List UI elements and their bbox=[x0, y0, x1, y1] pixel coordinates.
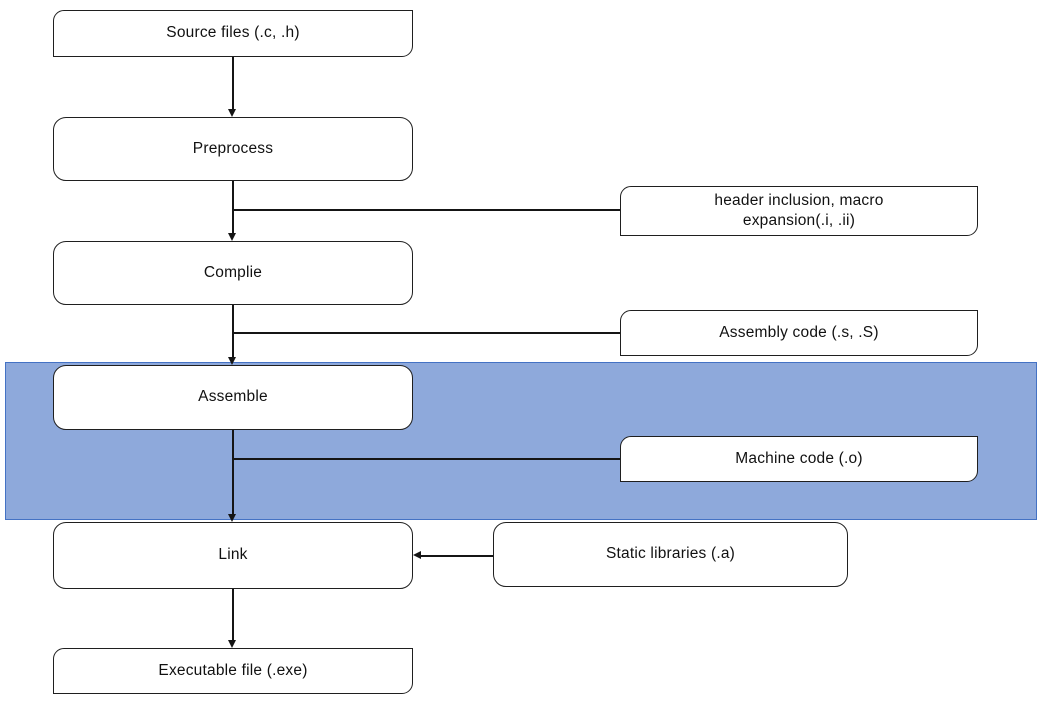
note-machine-code: Machine code (.o) bbox=[620, 436, 978, 482]
node-executable-file-label: Executable file (.exe) bbox=[158, 661, 308, 679]
node-assemble: Assemble bbox=[53, 365, 413, 430]
connector-link-to-executable bbox=[232, 589, 234, 640]
note-machine-code-label: Machine code (.o) bbox=[735, 449, 863, 467]
node-source-files-label: Source files (.c, .h) bbox=[166, 24, 300, 42]
connector-compile-to-assemble bbox=[232, 305, 234, 357]
connector-assemble-to-link bbox=[232, 430, 234, 514]
node-assemble-label: Assemble bbox=[198, 388, 268, 406]
connector-source-to-preprocess bbox=[232, 57, 234, 109]
node-executable-file: Executable file (.exe) bbox=[53, 648, 413, 694]
note-static-libraries-label: Static libraries (.a) bbox=[605, 545, 736, 563]
node-preprocess-label: Preprocess bbox=[192, 139, 274, 157]
node-link: Link bbox=[53, 522, 413, 589]
node-compile: Complie bbox=[53, 241, 413, 305]
arrowhead-into-executable bbox=[228, 640, 236, 648]
connector-static-to-link bbox=[421, 555, 493, 557]
node-link-label: Link bbox=[218, 546, 248, 564]
branch-to-header-note bbox=[233, 209, 620, 211]
branch-to-assembly-note bbox=[233, 332, 620, 334]
arrowhead-into-preprocess bbox=[228, 109, 236, 117]
arrowhead-into-link bbox=[228, 514, 236, 522]
node-compile-label: Complie bbox=[203, 263, 263, 281]
note-assembly-code-label: Assembly code (.s, .S) bbox=[719, 323, 879, 341]
arrowhead-into-assemble bbox=[228, 357, 236, 365]
note-assembly-code: Assembly code (.s, .S) bbox=[620, 310, 978, 356]
node-preprocess: Preprocess bbox=[53, 117, 413, 181]
note-header-inclusion-label: header inclusion, macro expansion(.i, .i… bbox=[714, 191, 884, 229]
note-header-inclusion: header inclusion, macro expansion(.i, .i… bbox=[620, 186, 978, 236]
note-static-libraries: Static libraries (.a) bbox=[493, 522, 848, 587]
branch-to-machine-note bbox=[233, 458, 620, 460]
arrowhead-into-compile bbox=[228, 233, 236, 241]
arrowhead-into-link-right bbox=[413, 551, 421, 559]
connector-preprocess-to-compile bbox=[232, 181, 234, 233]
node-source-files: Source files (.c, .h) bbox=[53, 10, 413, 57]
